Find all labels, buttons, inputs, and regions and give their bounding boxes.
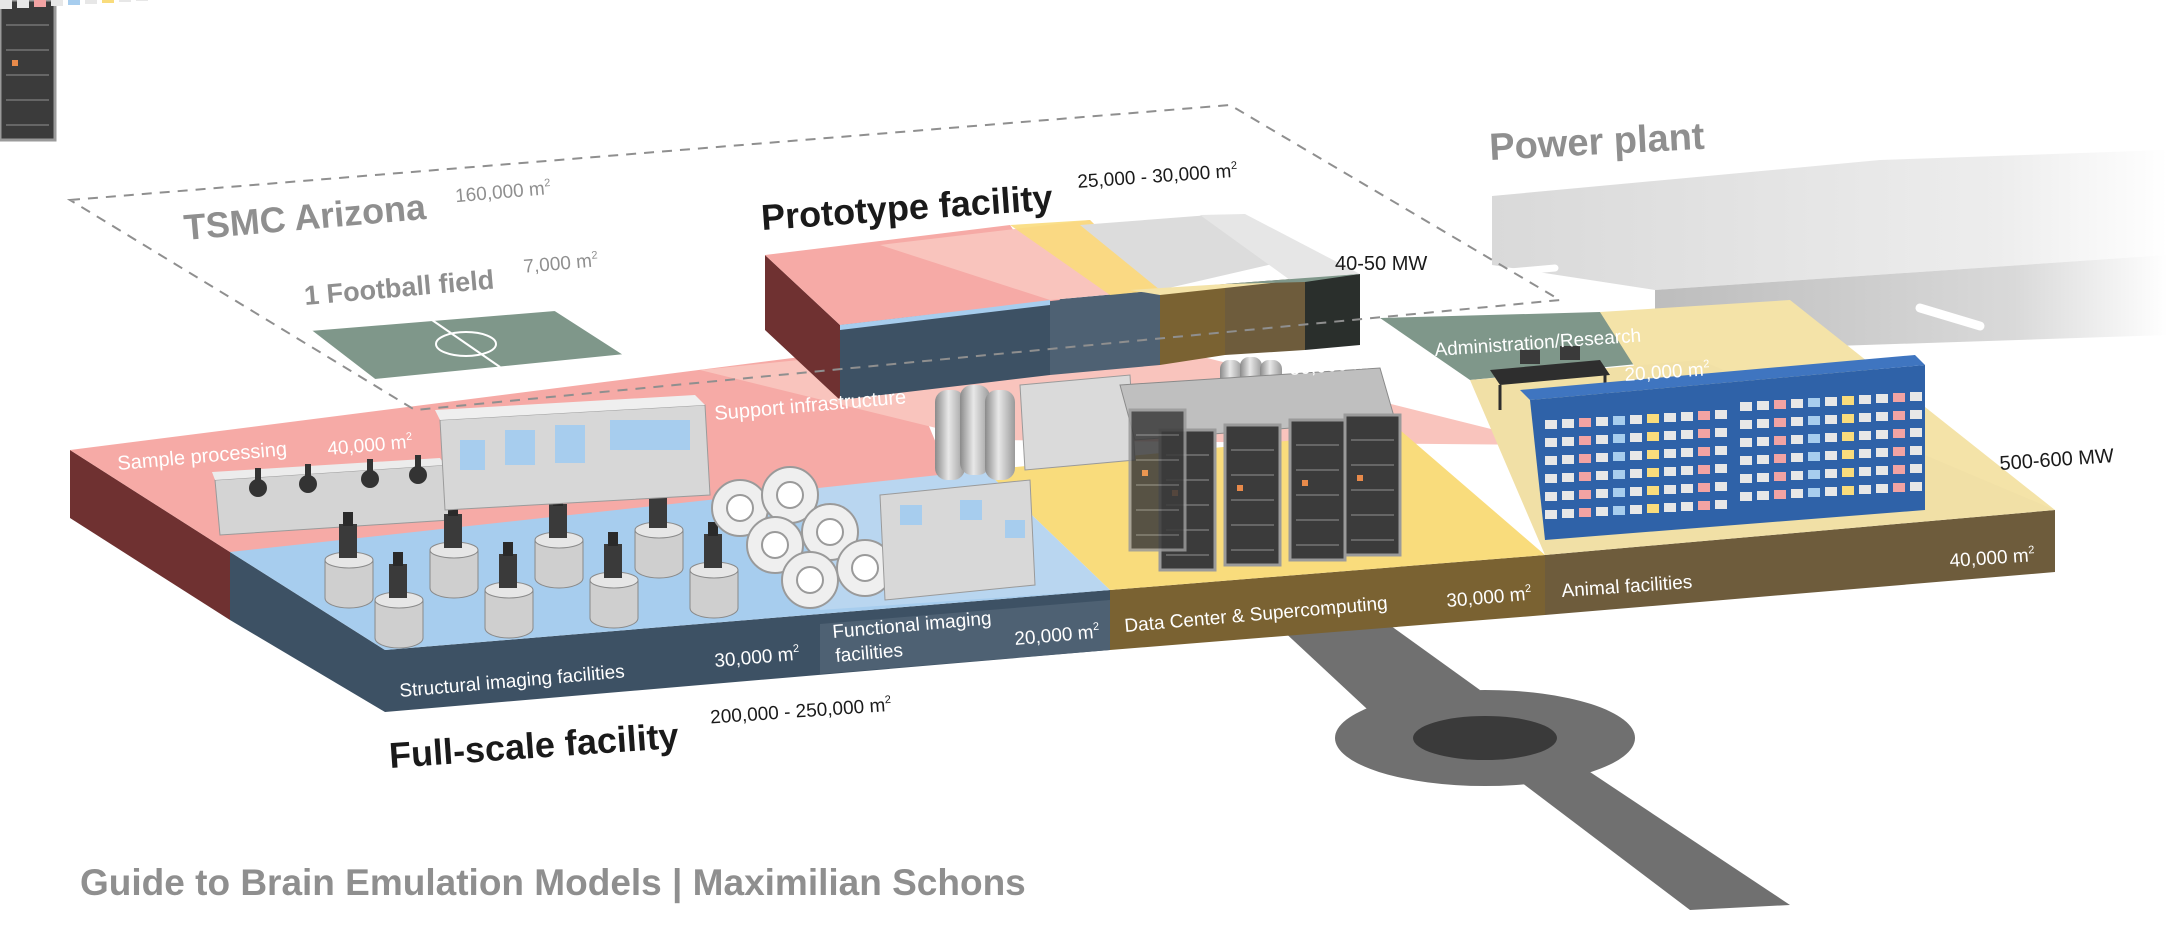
server-racks [0,0,1402,572]
tsmc-outline [66,103,1564,412]
access-road [1250,600,1790,910]
prototype-power: 40-50 MW [1335,253,1427,275]
admin-desk [1490,346,1610,410]
zone-administration [1380,312,1680,380]
tsmc-title: TSMC Arizona [182,186,428,248]
svg-text:25,000 - 30,000 m2: 25,000 - 30,000 m2 [1077,160,1238,193]
tsmc-area-sup: 2 [544,177,551,189]
power-plant-title: Power plant [1488,116,1706,169]
datacenter-area-sup: 2 [1524,583,1531,595]
football-title: 1 Football field [303,264,495,310]
football-area: 7,000 m [523,251,593,278]
lab-cabinets [435,395,711,511]
full-scale-title: Full-scale facility [388,715,680,776]
prototype-area-sup: 2 [1230,160,1237,172]
svg-text:7,000 m2: 7,000 m2 [523,249,599,277]
tsmc-area: 160,000 m [454,178,545,207]
sample-processing-area-sup: 2 [405,431,412,443]
support-area-sup: 2 [1367,351,1374,363]
svg-text:160,000 m2: 160,000 m2 [454,177,551,207]
animal-area-sup: 2 [2028,544,2035,556]
football-field [307,308,628,382]
slab-front-animal [1545,510,2055,615]
structural-area-sup: 2 [792,643,799,655]
slab-front-datacenter [1110,555,1545,650]
footer-credit: Guide to Brain Emulation Models | Maximi… [80,862,1026,903]
functional-area-sup: 2 [1092,621,1099,633]
sample-processing-equipment [212,455,451,536]
animal-cage-racks [0,0,1925,540]
prototype-area: 25,000 - 30,000 m [1077,161,1232,193]
admin-area-sup: 2 [1703,358,1710,370]
prototype-slab [765,214,1360,400]
football-area-sup: 2 [591,249,598,261]
full-scale-area: 200,000 - 250,000 m [710,695,886,728]
full-scale-power: 500-600 MW [1999,445,2115,475]
svg-text:200,000 - 250,000 m2: 200,000 - 250,000 m2 [709,694,892,729]
full-scale-area-sup: 2 [884,694,891,706]
slab-left-side [70,450,230,620]
